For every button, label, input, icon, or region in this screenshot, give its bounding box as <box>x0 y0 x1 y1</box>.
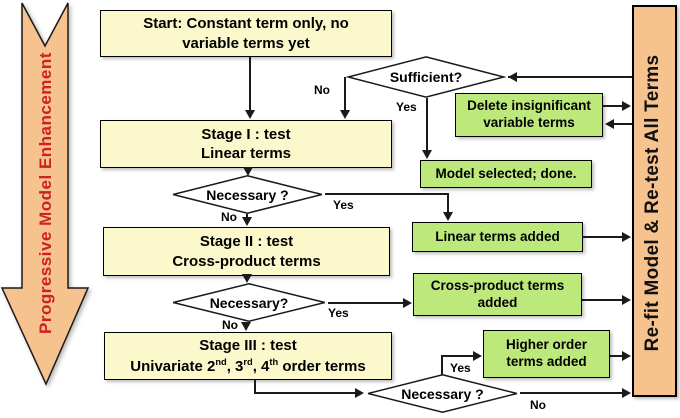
connector-crossproduct-bar <box>582 299 625 301</box>
arrowhead-stage2-necessary2 <box>242 274 252 283</box>
connector-necessary1-yes-v <box>447 193 449 214</box>
arrowhead-necessary3-no <box>622 388 631 398</box>
crossproduct-added-line2: added <box>477 294 518 310</box>
linear-added-box: Linear terms added <box>412 222 583 252</box>
down-block-arrow-shape <box>0 2 90 386</box>
connector-necessary2-yes <box>328 302 406 304</box>
connector-start-stage1 <box>249 57 251 112</box>
arrowhead-necessary2-no <box>241 322 251 331</box>
delete-terms-line1: Delete insignificant <box>467 98 591 114</box>
arrowhead-start-stage1 <box>245 110 255 119</box>
arrowhead-sufficient-no <box>340 110 350 119</box>
stage3-line2: Univariate 2nd, 3rd, 4th order terms <box>130 356 366 375</box>
connector-necessary3-yes-h <box>441 355 475 357</box>
connector-delete-to-bar <box>603 105 625 107</box>
progressive-enhancement-arrow: Progressive Model Enhancement <box>0 0 95 400</box>
connector-sufficient-no <box>344 77 346 111</box>
stage3-box: Stage III : test Univariate 2nd, 3rd, 4t… <box>104 332 392 380</box>
label-necessary1-no: No <box>221 210 237 224</box>
crossproduct-added-box: Cross-product terms added <box>413 273 582 316</box>
start-box-line1: Start: Constant term only, no <box>143 15 349 32</box>
progressive-enhancement-label: Progressive Model Enhancement <box>36 52 55 334</box>
label-necessary3-no: No <box>530 398 546 412</box>
stage1-box: Stage I : test Linear terms <box>100 120 392 168</box>
arrowhead-higher-bar <box>622 351 631 361</box>
higher-added-line2: terms added <box>506 354 587 369</box>
connector-linear-bar <box>583 236 625 238</box>
model-done-label: Model selected; done. <box>435 165 577 181</box>
higher-added-line1: Higher order <box>505 337 587 353</box>
connector-necessary3-yes-v <box>441 356 443 375</box>
higher-added-box: Higher order terms added <box>483 330 610 378</box>
decision-necessary-2-label: Necessary? <box>209 294 289 311</box>
delete-terms-box: Delete insignificant variable terms <box>455 93 603 137</box>
arrowhead-linear-bar <box>622 232 631 242</box>
stage1-line1: Stage I : test <box>201 125 291 143</box>
delete-terms-line2: variable terms <box>483 115 575 130</box>
arrowhead-delete-to-bar <box>622 101 631 111</box>
refit-retest-banner: Re-fit Model & Re-test All Terms <box>632 5 677 397</box>
decision-necessary-3: Necessary ? <box>365 374 520 413</box>
refit-retest-label: Re-fit Model & Re-test All Terms <box>642 54 663 352</box>
crossproduct-added-line1: Cross-product terms <box>430 277 565 293</box>
stage2-line2: Cross-product terms <box>172 252 321 270</box>
arrowhead-bar-to-delete <box>605 119 614 129</box>
connector-bar-sufficient <box>508 76 632 78</box>
arrowhead-necessary3-yes <box>473 351 482 361</box>
model-done-box: Model selected; done. <box>420 160 592 188</box>
stage2-box: Stage II : test Cross-product terms <box>103 227 390 276</box>
arrowhead-necessary1-yes <box>443 212 453 221</box>
stage3-line1: Stage III : test <box>199 337 297 354</box>
label-necessary3-yes: Yes <box>450 361 471 375</box>
decision-sufficient-label: Sufficient? <box>389 69 463 85</box>
arrowhead-bar-sufficient <box>508 72 517 82</box>
connector-sufficient-yes <box>426 98 428 152</box>
connector-necessary3-no <box>520 392 624 394</box>
arrowhead-necessary2-yes <box>403 298 412 308</box>
label-necessary2-yes: Yes <box>328 306 349 320</box>
arrowhead-crossproduct-bar <box>622 295 631 305</box>
label-sufficient-yes: Yes <box>396 100 417 114</box>
label-necessary1-yes: Yes <box>333 198 354 212</box>
start-box-line2: variable terms yet <box>182 34 310 52</box>
connector-stage3-necessary3-v <box>254 380 256 394</box>
decision-sufficient: Sufficient? <box>345 56 507 98</box>
linear-added-label: Linear terms added <box>435 228 560 244</box>
label-necessary2-no: No <box>222 318 238 332</box>
label-sufficient-no: No <box>314 83 330 97</box>
connector-higher-bar <box>610 355 625 357</box>
arrowhead-sufficient-yes <box>422 150 432 159</box>
stage2-line1: Stage II : test <box>199 233 294 250</box>
decision-necessary-1-label: Necessary ? <box>206 186 289 203</box>
arrowhead-stage1-necessary1 <box>243 167 253 176</box>
decision-necessary-3-label: Necessary ? <box>401 385 484 402</box>
decision-necessary-2: Necessary? <box>170 283 328 322</box>
arrowhead-stage3-necessary3 <box>355 388 364 398</box>
connector-necessary1-yes-h <box>325 193 449 195</box>
decision-necessary-1: Necessary ? <box>170 175 325 214</box>
arrowhead-necessary1-no <box>242 217 252 226</box>
stage1-line2: Linear terms <box>200 145 292 162</box>
start-box: Start: Constant term only, no variable t… <box>100 10 392 57</box>
connector-bar-to-delete <box>607 123 632 125</box>
connector-stage3-necessary3-h <box>254 392 356 394</box>
